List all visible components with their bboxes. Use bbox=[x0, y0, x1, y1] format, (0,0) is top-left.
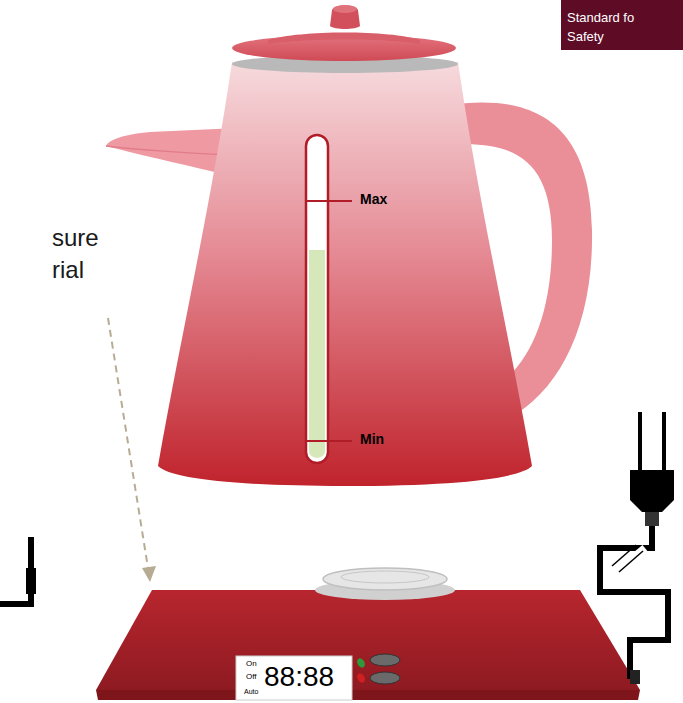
gauge-window bbox=[306, 135, 328, 463]
cord-break-mark bbox=[619, 551, 643, 572]
mode-label: Auto bbox=[244, 688, 258, 696]
banner-text: Standard fo Safety bbox=[567, 8, 647, 46]
lid-knob bbox=[330, 6, 360, 30]
button-top bbox=[370, 654, 400, 666]
base-plate-inner bbox=[341, 571, 429, 583]
left-cord-end bbox=[26, 568, 36, 594]
plug-prong-left bbox=[638, 412, 642, 470]
min-mark bbox=[307, 440, 352, 442]
leader-line bbox=[108, 318, 148, 568]
led-red bbox=[355, 672, 366, 684]
cord-break-mark bbox=[612, 545, 636, 566]
base-front bbox=[96, 690, 640, 700]
mode-label: On bbox=[246, 660, 257, 669]
led-green bbox=[355, 657, 366, 669]
time-display: 88:88 bbox=[264, 662, 334, 693]
base-plate-top bbox=[323, 568, 447, 590]
base-body bbox=[96, 590, 640, 690]
max-mark bbox=[307, 200, 352, 202]
standard-banner: Standard fo Safety bbox=[561, 0, 683, 50]
power-cord bbox=[600, 526, 668, 676]
cord-grommet bbox=[630, 670, 640, 684]
lid-knob-top bbox=[333, 5, 357, 13]
lid-top bbox=[268, 33, 420, 45]
kettle-body bbox=[158, 62, 532, 486]
cropped-note: sure rial bbox=[52, 222, 114, 286]
min-label: Min bbox=[360, 432, 384, 447]
button-bottom bbox=[370, 672, 400, 684]
plug-head bbox=[630, 470, 674, 512]
plug-neck bbox=[645, 512, 659, 526]
leader-arrowhead bbox=[142, 566, 156, 582]
mode-label: Off bbox=[246, 673, 257, 682]
gauge-water bbox=[309, 250, 325, 458]
display-panel bbox=[236, 656, 352, 700]
max-label: Max bbox=[360, 192, 387, 207]
plug-prong-right bbox=[662, 412, 666, 470]
